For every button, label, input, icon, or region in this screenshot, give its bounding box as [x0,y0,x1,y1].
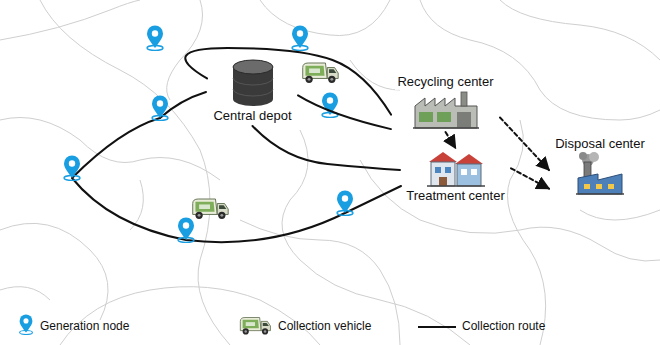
facility-icon [425,148,487,188]
facility-label: Central depot [211,108,293,124]
legend-truck-sample [240,318,270,335]
generation-node [147,26,163,51]
facility-icon [572,152,628,196]
legend-label: Collection route [462,318,545,334]
transfer-arrow [511,168,549,188]
collection-route [72,92,401,242]
facility-label: Disposal center [553,136,647,152]
collection-route [298,95,391,129]
generation-node [152,96,168,121]
legend-samples [20,315,456,335]
collection-vehicle [193,199,228,219]
facility-node: Central depot [207,58,298,126]
generation-nodes [64,26,353,243]
facility-icon [230,58,276,108]
transfer-arrow [446,132,456,148]
facility-node: Treatment center [400,148,511,206]
generation-node [178,218,194,243]
facility-icon [411,90,481,130]
transfer-arrow [500,118,549,171]
legend-pin-sample [20,315,33,335]
generation-node [64,156,80,181]
legend-label: Collection vehicle [278,318,371,334]
legend-label: Generation node [40,318,129,334]
legend-line-sample [418,326,456,328]
generation-node [292,26,308,51]
facility-node: Recycling center [391,74,500,132]
collection-route [253,126,401,170]
collection-route [185,48,391,115]
collection-vehicle [303,63,338,83]
generation-node [337,191,353,216]
facility-label: Recycling center [395,74,495,90]
facility-label: Treatment center [404,188,507,204]
facility-node: Disposal center [549,136,651,198]
